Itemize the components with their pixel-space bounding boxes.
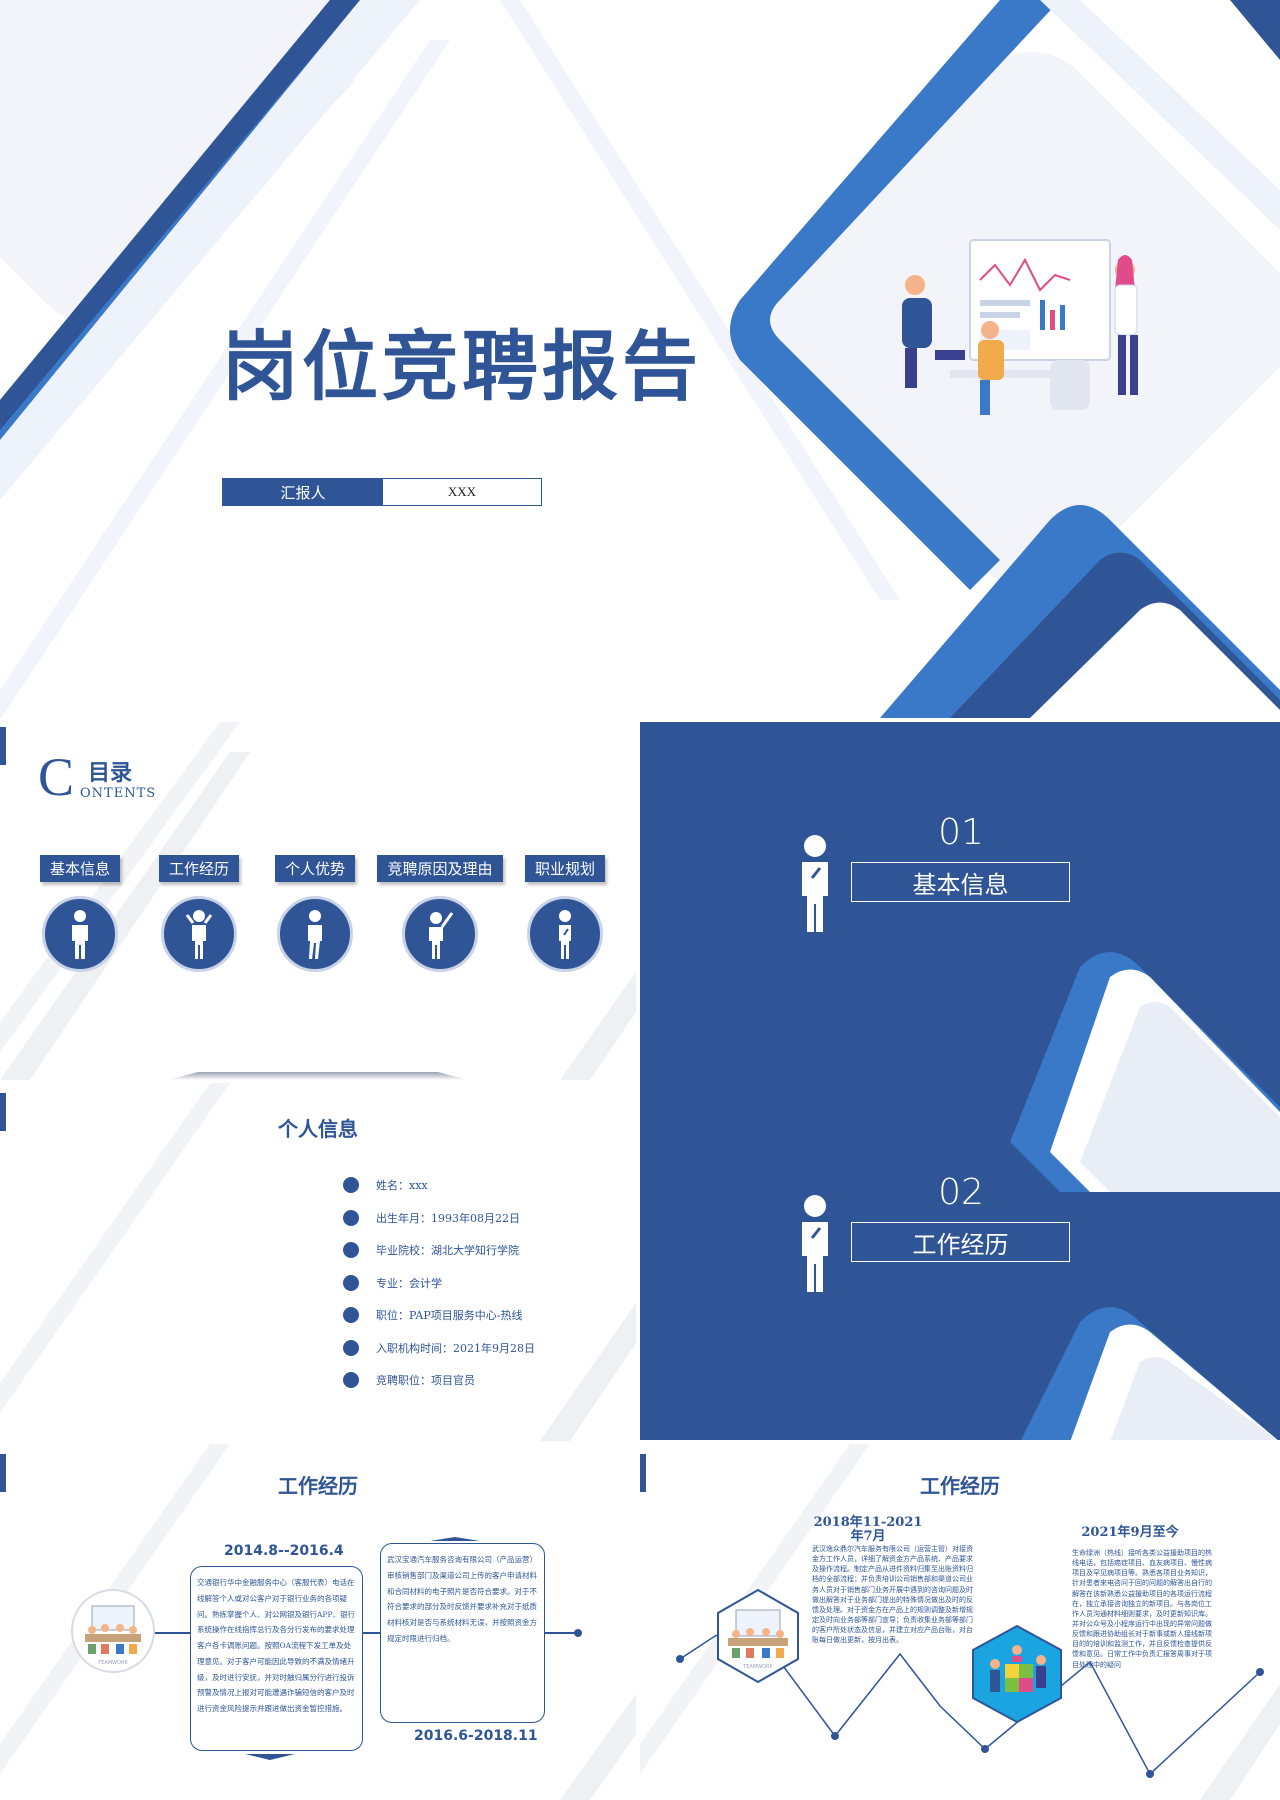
reporter-field: 汇报人 XXX [222,478,542,506]
accent-bar [0,1454,6,1492]
slide-shadow [168,1072,468,1080]
toc-item-work-experience[interactable]: 工作经历 [134,855,264,972]
toc-label: 工作经历 [158,855,239,882]
work-experience-slide-1: 工作经历 TEAMWORK 2014.8--2016.4 交通银行华中金融服务中… [0,1444,636,1800]
personal-info-slide: 个人信息 姓名：xxx 出生年月：1993年08月22日 毕业院校：湖北大学知行… [0,1083,636,1441]
work-experience-slide-2: 工作经历 TEAMWORK 2018年11-2021年7月 武汉逸众鼎尔汽车服务… [640,1444,1280,1800]
cover-slide: 岗位竞聘报告 汇报人 XXX [0,0,1280,718]
contents-title: 目录 [88,760,133,786]
info-text: 专业：会计学 [376,1277,442,1290]
accent-bar [640,1454,646,1492]
work-title: 工作经历 [920,1474,1000,1498]
person-pondering-icon [802,1195,828,1292]
office-meeting-illustration [900,239,1140,460]
person-raising-hand-icon [402,896,478,972]
person-pondering-icon [802,835,828,932]
period-label: 2018年11-2021年7月 [813,1515,923,1545]
bullet-icon [343,1307,359,1323]
report-title: 岗位竞聘报告 [222,322,702,411]
bullet-icon [343,1177,359,1193]
info-row: 毕业院校：湖北大学知行学院 [343,1240,519,1260]
teamwork-label: TEAMWORK [97,1660,128,1666]
toc-label: 个人优势 [274,855,355,882]
job-card-1: 交通银行华中金融服务中心（客服代表）电话在线解答个人或对公客户对于银行业务的各项… [190,1566,363,1751]
toc-item-basic-info[interactable]: 基本信息 [15,855,145,972]
reporter-label: 汇报人 [223,479,383,505]
bullet-icon [343,1242,359,1258]
personal-info-title: 个人信息 [278,1117,358,1141]
section-number: 01 [938,812,984,853]
section-slide: 01 基本信息 02 工作经历 [640,722,1280,1440]
info-row: 姓名：xxx [343,1175,428,1195]
job-card-2: 武汉宝通汽车服务咨询有限公司（产品运营）审核销售部门及渠道公司上传的客户申请材料… [380,1543,545,1723]
toc-label: 基本信息 [39,855,120,882]
period-label: 2014.8--2016.4 [224,1543,344,1559]
person-standing-icon [42,896,118,972]
toc-label: 竞聘原因及理由 [377,855,503,882]
work-title: 工作经历 [278,1474,358,1498]
info-row: 竞聘职位：项目官员 [343,1370,475,1390]
info-text: 毕业院校：湖北大学知行学院 [376,1244,519,1257]
accent-bar [0,1093,6,1131]
teamwork-illustration: TEAMWORK [71,1589,155,1673]
info-row: 专业：会计学 [343,1273,442,1293]
contents-slide: C 目录 ONTENTS 基本信息 工作经历 个人优势 竞聘原因及理由 职业规划 [0,722,636,1080]
person-walking-icon [277,896,353,972]
contents-letter: C [38,747,75,807]
info-row: 入职机构时间：2021年9月28日 [343,1338,535,1358]
reporter-name: XXX [447,484,477,499]
bullet-icon [343,1340,359,1356]
info-text: 姓名：xxx [376,1179,428,1192]
accent-bar [0,727,6,765]
teamwork-label: TEAMWORK [742,1664,773,1670]
job-description-1: 武汉逸众鼎尔汽车服务有限公司（运营主管）对接资金方工作人员，详细了解资金方产品系… [812,1545,973,1645]
puzzle-team-illustration [972,1624,1062,1724]
info-row: 出生年月：1993年08月22日 [343,1208,520,1228]
toc-item-reasons[interactable]: 竞聘原因及理由 [375,855,505,972]
person-pondering-icon [527,896,603,972]
section-title: 基本信息 [851,862,1070,902]
bullet-icon [343,1372,359,1388]
section-title: 工作经历 [851,1222,1070,1262]
info-text: 职位：PAP项目服务中心-热线 [376,1309,523,1322]
contents-subtitle: ONTENTS [80,786,157,801]
bullet-icon [343,1275,359,1291]
toc-item-career-plan[interactable]: 职业规划 [500,855,630,972]
info-text: 竞聘职位：项目官员 [376,1374,475,1387]
period-label: 2021年9月至今 [1081,1525,1179,1540]
bullet-icon [343,1210,359,1226]
person-thinking-icon [161,896,237,972]
teamwork-hexagon-illustration: TEAMWORK [717,1588,799,1684]
period-label: 2016.6-2018.11 [414,1728,538,1744]
section-number: 02 [938,1172,984,1213]
info-text: 入职机构时间：2021年9月28日 [376,1342,535,1355]
info-text: 出生年月：1993年08月22日 [376,1212,520,1225]
toc-label: 职业规划 [524,855,605,882]
info-row: 职位：PAP项目服务中心-热线 [343,1305,522,1325]
job-description-2: 生命绿洲（热线）接听各类公益援助项目的热线电话，包括癌症项目、血友病项目、慢性病… [1072,1549,1212,1669]
toc-item-strengths[interactable]: 个人优势 [250,855,380,972]
